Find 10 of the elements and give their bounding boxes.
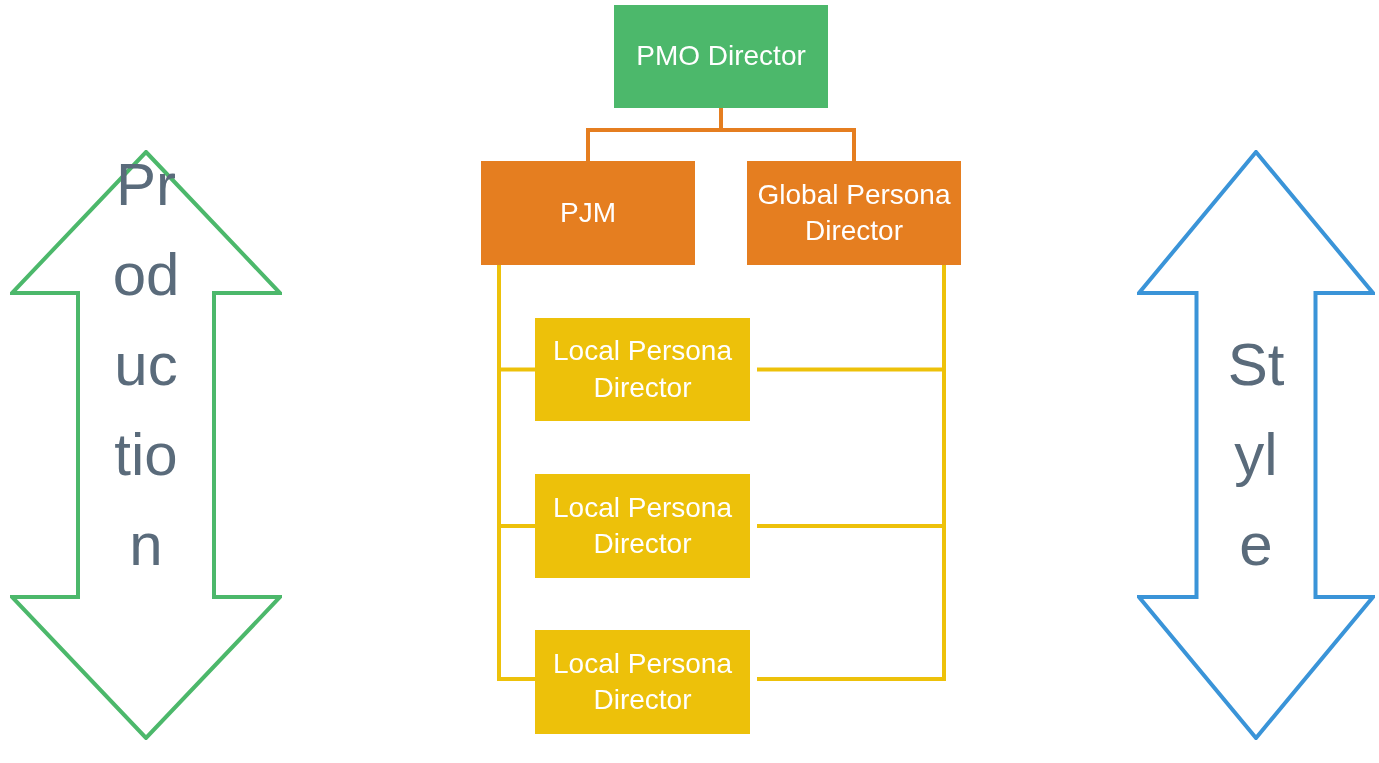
arrow-label: Style bbox=[1226, 330, 1286, 580]
org-box: Local Persona Director bbox=[535, 318, 750, 421]
arrow-label: Production bbox=[111, 150, 181, 580]
org-box: PMO Director bbox=[614, 5, 828, 108]
org-box: Local Persona Director bbox=[535, 474, 750, 578]
org-box: Local Persona Director bbox=[535, 630, 750, 734]
org-box: PJM bbox=[481, 161, 695, 265]
connector-line bbox=[719, 108, 856, 161]
org-box: Global Persona Director bbox=[747, 161, 961, 265]
connector-line bbox=[497, 265, 535, 681]
